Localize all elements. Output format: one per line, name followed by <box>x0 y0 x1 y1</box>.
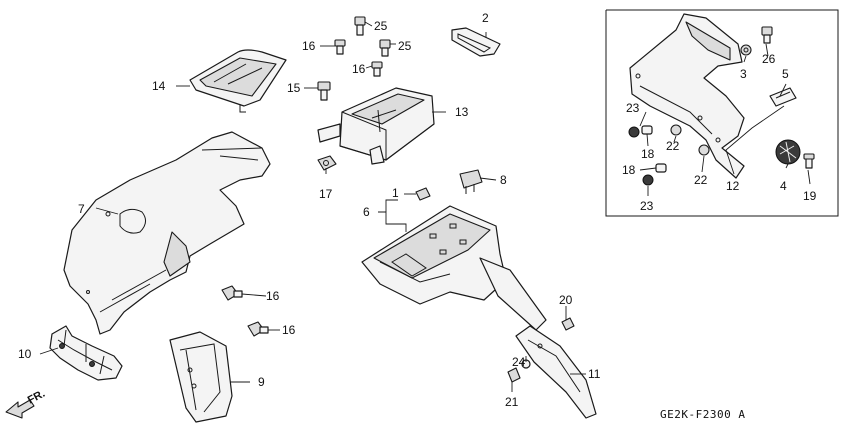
callout-9: 9 <box>258 375 265 389</box>
part-18-collar-a[interactable] <box>641 125 653 135</box>
callout-18b: 18 <box>622 163 636 177</box>
callout-15: 15 <box>287 81 301 95</box>
front-label: FR. <box>26 388 47 407</box>
callout-5: 5 <box>782 67 789 81</box>
callout-19: 19 <box>803 189 817 203</box>
callout-13: 13 <box>455 105 469 119</box>
part-22-washer-a[interactable] <box>670 124 682 136</box>
callout-16a: 16 <box>302 39 316 53</box>
part-11-stay[interactable] <box>515 325 597 419</box>
part-18-collar-b[interactable] <box>655 163 667 173</box>
callout-21: 21 <box>505 395 519 409</box>
front-direction-arrow: FR. <box>5 388 47 419</box>
callout-14: 14 <box>152 79 166 93</box>
callout-22b: 22 <box>694 173 708 187</box>
callout-25b: 25 <box>398 39 412 53</box>
callout-12: 12 <box>726 179 740 193</box>
callout-18a: 18 <box>641 147 655 161</box>
part-26-bolt[interactable] <box>761 26 773 44</box>
part-6-rear-tray[interactable] <box>361 205 547 331</box>
part-19-screw[interactable] <box>803 153 815 169</box>
part-23-nut-b[interactable] <box>642 174 654 186</box>
part-12-license-bracket[interactable] <box>629 13 745 179</box>
callout-20: 20 <box>559 293 573 307</box>
callout-1: 1 <box>392 186 399 200</box>
inset-frame <box>605 9 839 217</box>
callout-4: 4 <box>780 179 787 193</box>
part-2-band[interactable] <box>451 27 501 57</box>
callout-23b: 23 <box>640 199 654 213</box>
part-17-nut[interactable] <box>317 155 337 171</box>
callout-3: 3 <box>740 67 747 81</box>
part-9-mud-guard[interactable] <box>169 331 233 423</box>
callout-23a: 23 <box>626 101 640 115</box>
part-16-bolt-b[interactable] <box>247 321 269 337</box>
callout-10: 10 <box>18 347 32 361</box>
part-15-bolt[interactable] <box>317 81 331 101</box>
part-21-nut[interactable] <box>507 367 521 383</box>
part-22-washer-b[interactable] <box>698 144 710 156</box>
part-16-bolt-a[interactable] <box>221 285 243 301</box>
part-20-nut[interactable] <box>561 317 575 331</box>
part-16-bolt-c[interactable] <box>334 39 346 55</box>
callout-24: 24 <box>512 355 526 369</box>
callout-17: 17 <box>319 187 333 201</box>
callout-16d: 16 <box>282 323 296 337</box>
diagram-code: GE2K-F2300 A <box>660 408 745 421</box>
callout-8: 8 <box>500 173 507 187</box>
part-7-rear-fender[interactable] <box>63 131 271 335</box>
callout-16c: 16 <box>266 289 280 303</box>
part-1-clip[interactable] <box>415 187 431 201</box>
part-3-grommet[interactable] <box>740 44 752 56</box>
callout-2: 2 <box>482 11 489 25</box>
callout-26: 26 <box>762 52 776 66</box>
part-13-battery-case[interactable] <box>317 87 435 165</box>
part-25-bolt-b[interactable] <box>379 39 391 57</box>
callout-6: 6 <box>363 205 370 219</box>
part-5-plate[interactable] <box>769 87 797 107</box>
part-4-reflector[interactable] <box>775 139 801 165</box>
callout-22a: 22 <box>666 139 680 153</box>
callout-25a: 25 <box>374 19 388 33</box>
callout-7: 7 <box>78 202 85 216</box>
part-23-nut-a[interactable] <box>628 126 640 138</box>
part-8-connector[interactable] <box>459 169 483 194</box>
part-10-bracket[interactable] <box>49 325 123 381</box>
callout-11: 11 <box>588 367 601 381</box>
leader-lines <box>39 21 811 392</box>
callout-16b: 16 <box>352 62 366 76</box>
part-16-bolt-d[interactable] <box>371 61 383 77</box>
part-14-seat-pad[interactable] <box>189 49 287 113</box>
part-25-bolt-a[interactable] <box>354 16 366 36</box>
